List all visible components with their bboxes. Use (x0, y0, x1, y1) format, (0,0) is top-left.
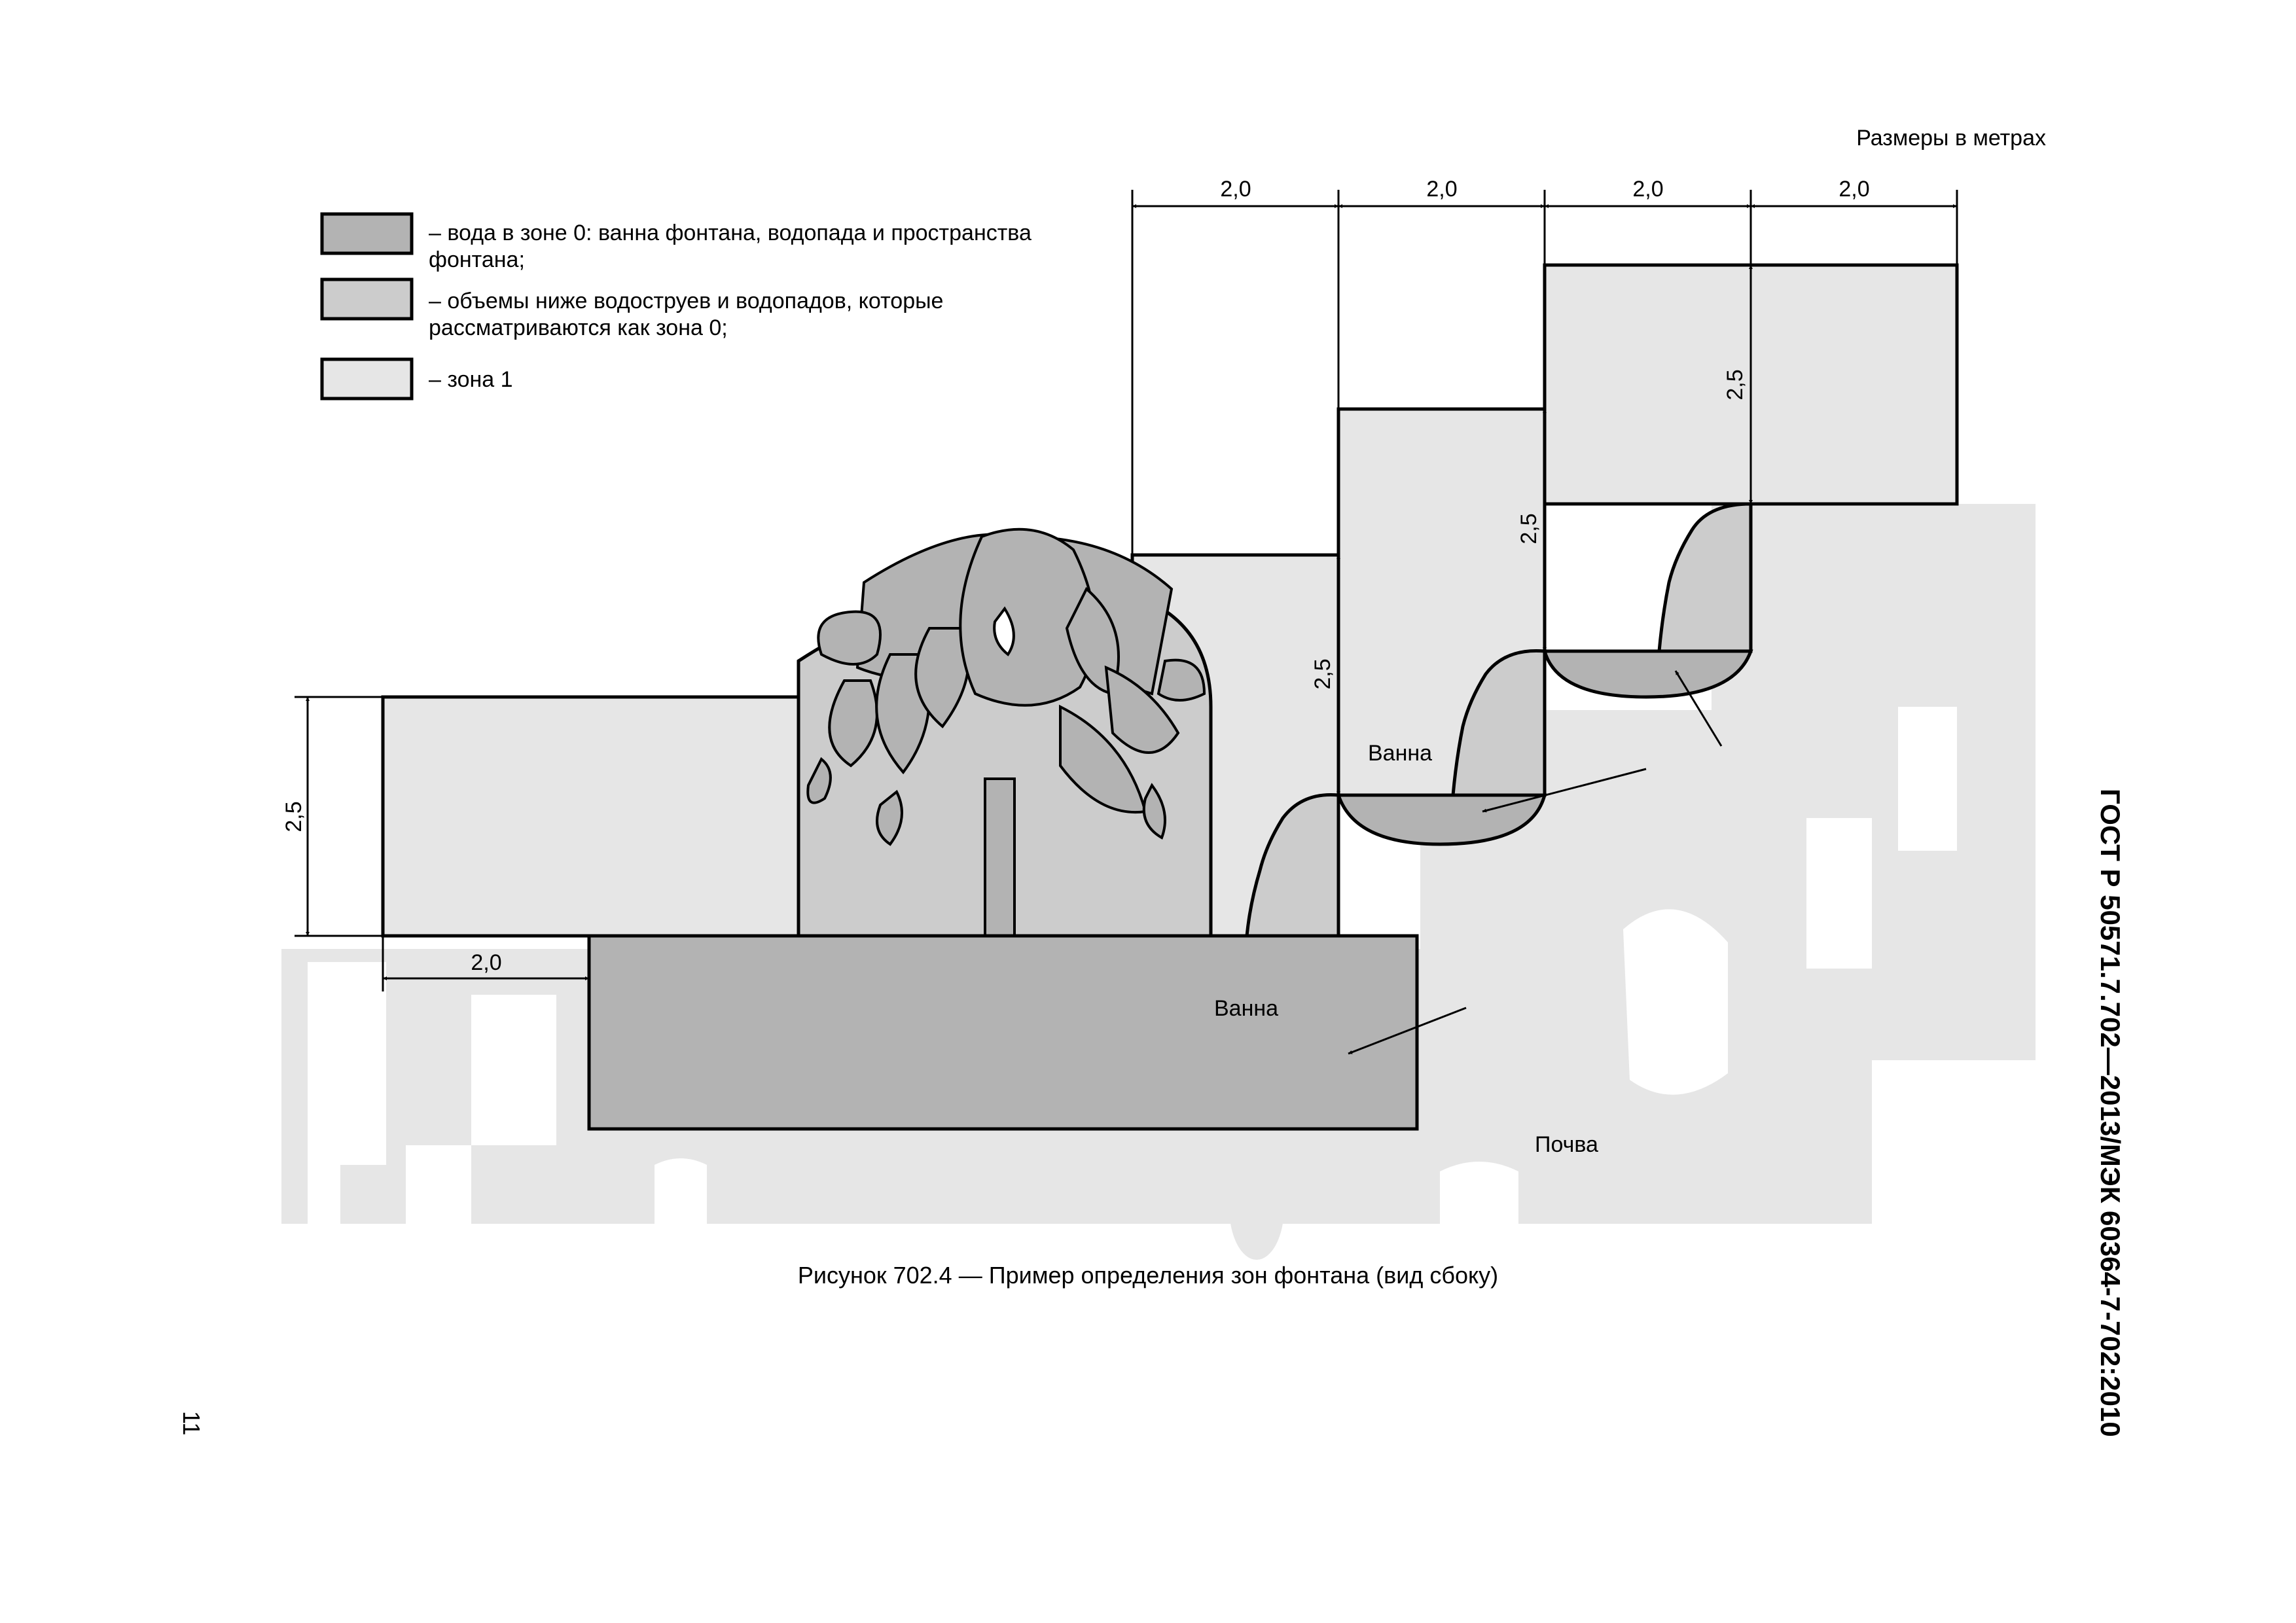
legend-swatches (320, 212, 414, 401)
offset-dim: 2,0 (471, 950, 501, 975)
region-labels: Ванна Ванна Почва (1214, 741, 1598, 1157)
width-dim-4: 2,0 (1839, 177, 1869, 202)
standard-code: ГОСТ Р 50571.7.702—2013/МЭК 60364-7-702:… (2095, 789, 2126, 1437)
dimension-texts: 2,0 2,0 2,0 2,0 2,0 2,5 2,5 2,5 2,5 (281, 177, 1870, 975)
height-dim-3: 2,5 (1516, 513, 1541, 544)
height-dim-1: 2,5 (281, 801, 306, 832)
legend-text-zone1: – зона 1 (429, 367, 513, 392)
legend-text-water: – вода в зоне 0: ванна фонтана, водопада… (429, 221, 1031, 272)
legend-swatch-water (320, 212, 414, 255)
width-dim-3: 2,0 (1632, 177, 1663, 202)
page-number: 11 (178, 1411, 205, 1436)
units-note: Размеры в метрах (1856, 126, 2046, 151)
width-dim-1: 2,0 (1220, 177, 1251, 202)
figure-caption: Рисунок 702.4 — Пример определения зон ф… (797, 1262, 1499, 1289)
waterfalls (1245, 502, 1753, 938)
bath-step-label: Ванна (1368, 741, 1432, 766)
water-baths (587, 649, 1753, 1131)
legend-swatch-zone1 (320, 357, 414, 401)
width-dim-2: 2,0 (1426, 177, 1457, 202)
legend-swatch-volumes (320, 277, 414, 321)
fountain-head (806, 527, 1206, 846)
legend-text-volumes: – объемы ниже водоструев и водопадов, ко… (429, 289, 944, 340)
dimension-lines (295, 190, 1958, 991)
leader-arrows (1348, 670, 1723, 1055)
height-dim-2: 2,5 (1310, 658, 1335, 689)
height-dim-4: 2,5 (1723, 369, 1748, 400)
bath-lower-label: Ванна (1214, 996, 1278, 1021)
soil-label: Почва (1535, 1132, 1598, 1157)
soil-voids (308, 707, 2036, 1224)
